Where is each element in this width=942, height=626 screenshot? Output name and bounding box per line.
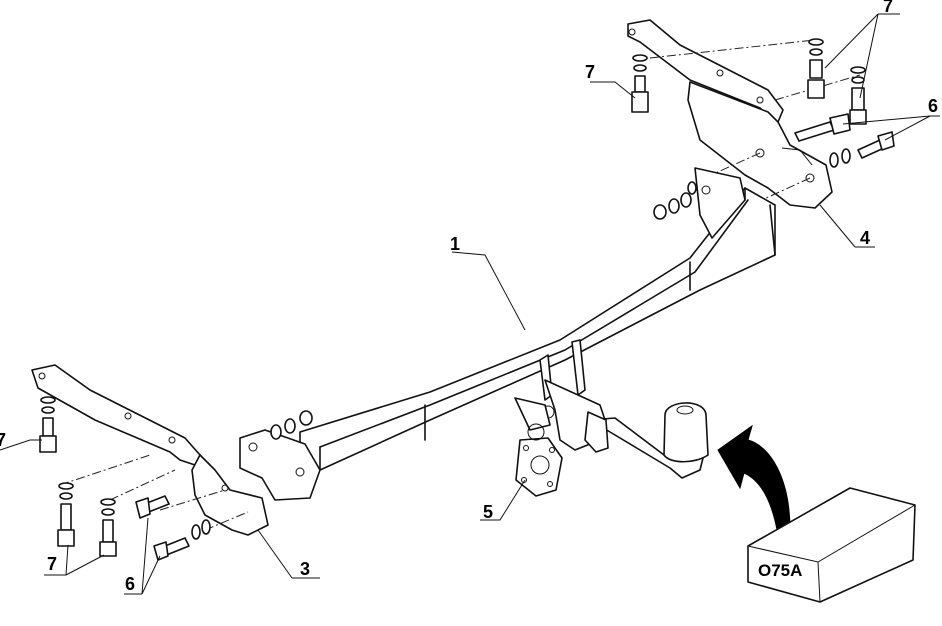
label-part-4: 4 <box>860 228 870 248</box>
left-fasteners <box>39 396 313 561</box>
curved-arrow <box>717 424 791 536</box>
crossbar-right-plate <box>694 167 746 239</box>
label-part-7-right-right: 7 <box>883 0 893 16</box>
part-labels: 1 4 3 5 6 6 7 7 7 7 <box>0 0 938 594</box>
label-part-7-right-left: 7 <box>585 62 595 82</box>
label-part-6-left: 6 <box>125 574 135 594</box>
left-side-bracket <box>191 429 321 536</box>
socket-plate <box>515 423 563 497</box>
model-code-label: O75A <box>758 561 802 580</box>
right-side-bracket <box>687 81 833 209</box>
model-code-box: O75A <box>747 487 916 603</box>
callout-leaders <box>0 13 940 595</box>
left-assembly-lines <box>59 454 249 531</box>
label-part-1: 1 <box>450 234 460 254</box>
tow-ball-neck <box>584 402 709 479</box>
label-part-3: 3 <box>300 559 310 579</box>
label-part-6-right: 6 <box>928 96 938 116</box>
right-fasteners <box>631 38 895 220</box>
label-part-5: 5 <box>483 502 493 522</box>
label-part-7-left-top: 7 <box>0 430 6 450</box>
left-mounting-plate <box>31 364 201 466</box>
label-part-7-left-bottom: 7 <box>47 554 57 574</box>
